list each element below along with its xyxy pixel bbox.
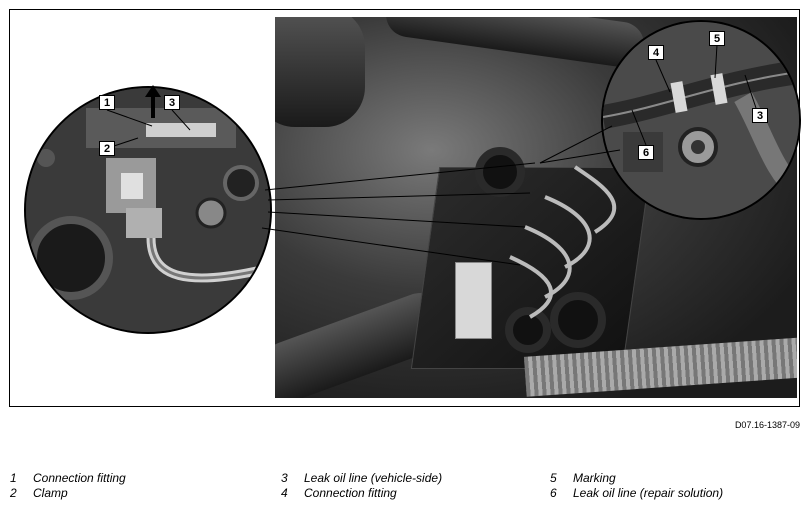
callout-5: 5 [709,31,725,46]
legend-text: Marking [573,471,616,485]
detail-circle-left [24,86,272,334]
coil-well-2 [505,307,551,353]
callout-1: 1 [99,95,115,110]
legend-text: Connection fitting [33,471,126,485]
callout-2: 2 [99,141,115,156]
document-id: D07.16-1387-09 [734,420,800,430]
legend-text: Leak oil line (repair solution) [573,486,724,500]
callout-3-left: 3 [164,95,180,110]
filler-cap [475,147,525,197]
legend-text: Connection fitting [304,486,397,500]
legend-text: Leak oil line (vehicle-side) [304,471,443,485]
callout-3-right: 3 [752,108,768,123]
legend-number: 1 [10,471,17,485]
legend-number: 5 [550,471,557,485]
legend-number: 3 [281,471,288,485]
detail-left-illustration [26,88,270,332]
intake-hose [275,17,365,127]
legend-text: Clamp [33,486,68,500]
cover-sticker [455,262,492,339]
legend-number: 6 [550,486,557,500]
coil-well-1 [550,292,606,348]
callout-4: 4 [648,45,664,60]
injector-lines [509,165,617,319]
direction-arrow-head [145,85,161,97]
callout-6: 6 [638,145,654,160]
legend-number: 2 [10,486,17,500]
legend-number: 4 [281,486,288,500]
